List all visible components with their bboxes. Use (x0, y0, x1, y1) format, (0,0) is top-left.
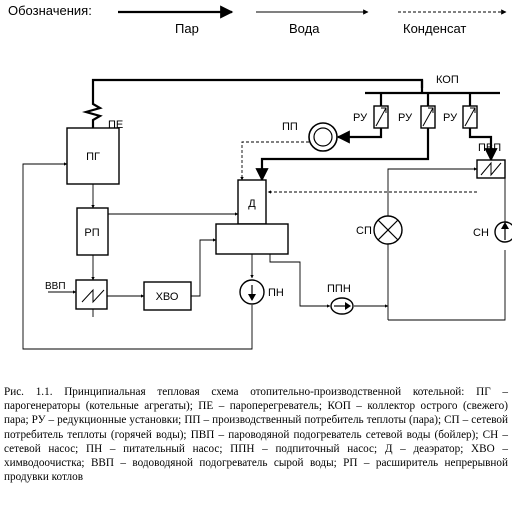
steam-main-line (91, 78, 424, 98)
d-deaerator-tank (215, 223, 289, 255)
label-pn: ПН (268, 287, 284, 299)
superheater-coil (81, 98, 103, 128)
ppn-makeup-pump-icon (330, 297, 354, 315)
label-ppn: ППН (327, 283, 351, 295)
legend-condensate-label: Конденсат (403, 21, 466, 36)
sn-network-pump-icon (494, 221, 512, 243)
label-sn: СН (473, 227, 489, 239)
steam-to-pp (336, 128, 383, 144)
label-ru-2: РУ (398, 112, 413, 124)
legend-title: Обозначения: (8, 3, 92, 18)
steam-to-pvp (468, 128, 498, 162)
label-ru-1: РУ (353, 112, 368, 124)
label-kop: КОП (436, 74, 459, 86)
water-sn-return (388, 250, 506, 321)
label-ru-3: РУ (443, 112, 458, 124)
label-vvp: ВВП (45, 281, 66, 292)
d-deaerator-head (237, 179, 267, 225)
ru-unit-3 (462, 105, 478, 129)
label-rp: РП (84, 227, 99, 239)
condensate-from-pp (240, 141, 309, 181)
sp-network-consumer-icon (373, 215, 403, 245)
legend-water-label: Вода (289, 21, 320, 36)
vvp-coil-icon (81, 288, 105, 304)
pp-consumer-outer (308, 122, 338, 152)
figure-caption: Рис. 1.1. Принципиальная тепловая схема … (4, 386, 508, 484)
label-pvp: ПВП (478, 142, 501, 154)
ru-unit-1 (373, 105, 389, 129)
label-hvo: ХВО (156, 291, 179, 303)
water-deaerator-to-ppn (269, 254, 331, 308)
water-sp-to-pvp (387, 167, 478, 216)
label-d: Д (248, 198, 256, 210)
pp-consumer-inner (313, 127, 333, 147)
label-pg: ПГ (86, 151, 100, 163)
label-pe: ПЕ (108, 119, 123, 131)
thermal-scheme-diagram: Обозначения: Пар Вода Конденсат (8, 3, 512, 350)
label-pp: ПП (282, 121, 298, 133)
label-sp: СП (356, 225, 372, 237)
steam-to-deaerator (255, 128, 430, 182)
pvp-coil-icon (480, 161, 502, 177)
legend-steam-label: Пар (175, 21, 199, 36)
vvp-water-heater (75, 279, 108, 310)
pn-feed-pump-icon (239, 279, 265, 305)
water-hvo-to-deaerator (191, 238, 217, 297)
water-pn-to-pg (22, 162, 253, 350)
ru-unit-2 (420, 105, 436, 129)
